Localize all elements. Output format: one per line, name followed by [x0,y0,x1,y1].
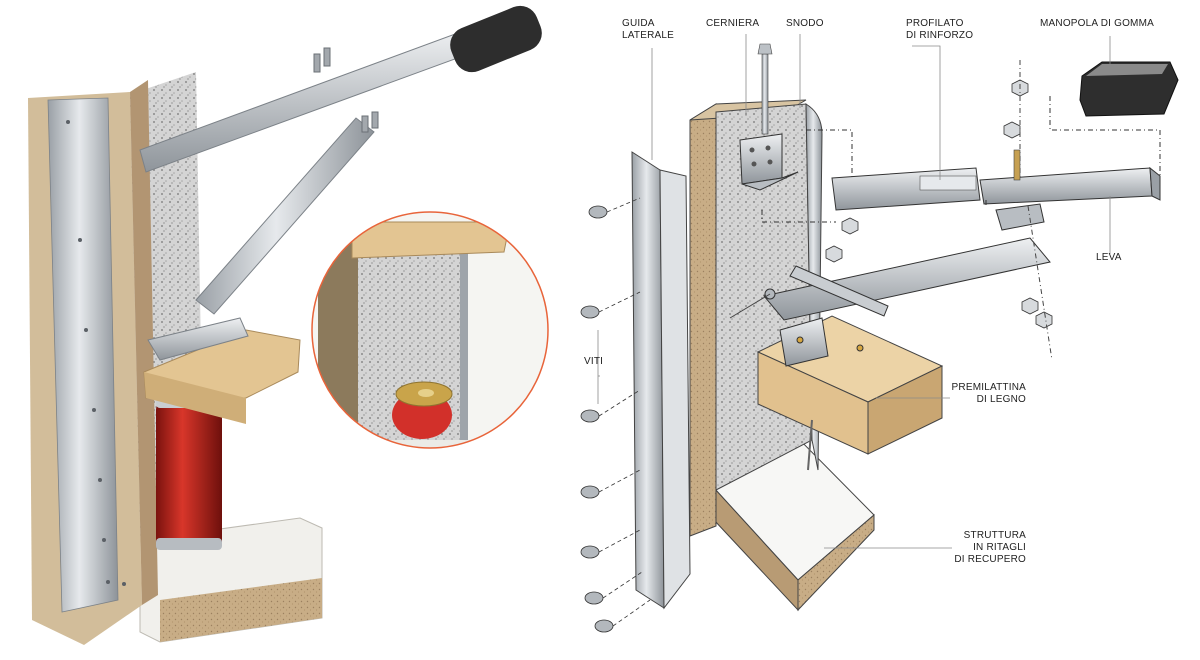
exploded-diagram [580,34,1179,633]
photo-lower-link [195,117,375,315]
callout-wood-top [351,221,511,259]
diagram-link-bar [789,265,889,317]
diagram-link [763,237,1051,321]
screw-4 [580,469,641,499]
screw-5 [580,529,641,559]
label-guida-laterale: GUIDA LATERALE [622,18,674,41]
diagram-rod [807,419,813,471]
label-premilattina: PREMILATTINA DI LEGNO [951,382,1026,405]
photo-side-guide [47,97,119,613]
label-cerniera: CERNIERA [706,18,760,29]
diagram-side-guide-flange [659,169,691,610]
diagram-hinge [739,43,799,191]
photo-base-edge [160,578,322,642]
diagram-rubber-knob-top [1086,64,1168,76]
label-manopola: MANOPOLA DI GOMMA [1040,18,1154,29]
photo-rubber-grip [450,5,542,73]
photo-column-side [130,80,158,605]
screw-2 [580,291,641,319]
screw-6 [584,571,643,605]
diagram-vertical-board [689,103,717,537]
callout-ring [311,211,549,449]
photo-guide-screws [66,120,126,586]
photo-hinge-bracket [147,317,249,361]
diagram-lever [979,167,1153,205]
diagram-side-guide [631,151,665,609]
label-leva: LEVA [1096,252,1122,263]
screw-3 [580,389,641,423]
photo-wood-presser-edge [144,372,246,424]
diagram-profile-slot [919,175,977,191]
photo-red-can [156,402,222,550]
label-profilato: PROFILATO DI RINFORZO [906,18,974,41]
callout-guide-edge [460,240,468,448]
photo-lever-bolts [313,47,379,133]
diagram-dashed-guides [761,96,1161,223]
label-snodo: SNODO [786,18,824,29]
callout-base [330,440,548,448]
callout-detail [311,211,549,449]
diagram-screws [580,197,651,633]
photo-can-bottom-rim [156,538,222,550]
label-struttura: STRUTTURA IN RITAGLI DI RECUPERO [954,530,1026,565]
diagram-joint [995,203,1045,231]
photo-can-crusher [28,5,542,645]
diagram-bracket [779,317,829,367]
screw-7 [594,599,651,633]
label-viti: VITI [584,356,604,367]
callout-can-tab [418,389,434,397]
diagram-nuts [825,79,1053,329]
screw-1 [588,197,641,219]
diagram-leaders [597,34,1111,549]
diagram-lever-end [1149,166,1161,201]
diagram-wood-presser-side [867,365,943,455]
